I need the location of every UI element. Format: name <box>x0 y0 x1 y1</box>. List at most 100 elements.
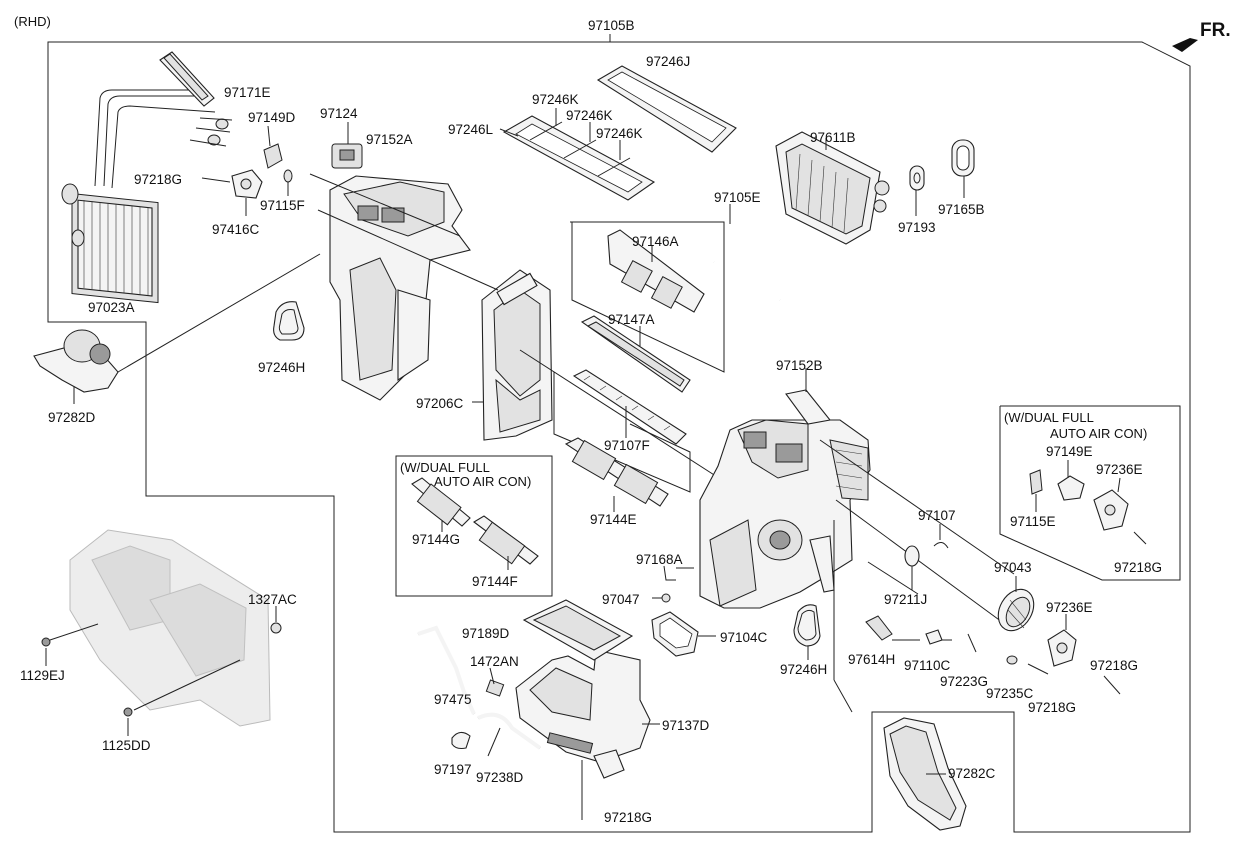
assembly-boundary <box>47 34 1191 833</box>
left-option-box <box>395 455 553 597</box>
lower-case-97137d <box>515 649 660 820</box>
label-97137d: 97137D <box>662 718 710 733</box>
label-97115e: 97115E <box>1010 514 1056 529</box>
evaporator-97611b <box>775 131 890 245</box>
label-97124: 97124 <box>320 106 358 121</box>
housing-overview <box>41 529 282 736</box>
label-97218g-lower-right: 97218G <box>1028 700 1076 715</box>
heater-core <box>61 89 229 304</box>
option-doors-97144g-97144f <box>411 477 539 570</box>
label-97152b: 97152B <box>776 358 823 373</box>
label-97614h: 97614H <box>848 652 895 667</box>
right-option-box <box>999 405 1181 581</box>
label-1327ac: 1327AC <box>248 592 297 607</box>
label-97246h-upper: 97246H <box>258 360 305 375</box>
label-97197: 97197 <box>434 762 472 777</box>
label-97144g: 97144G <box>412 532 460 547</box>
label-97047: 97047 <box>602 592 640 607</box>
door-97147a <box>580 315 691 393</box>
label-97043: 97043 <box>994 560 1032 575</box>
label-97104c: 97104C <box>720 630 768 645</box>
option-actuator-parts <box>1029 460 1147 545</box>
rhd-label: (RHD) <box>14 14 51 29</box>
assembly-label: 97105B <box>588 18 635 33</box>
door-97144e <box>564 437 669 512</box>
label-97149e: 97149E <box>1046 444 1093 459</box>
right-option-box-line2: AUTO AIR CON) <box>1050 426 1147 441</box>
label-97223g: 97223G <box>940 674 988 689</box>
label-97282d: 97282D <box>48 410 96 425</box>
label-97115f: 97115F <box>260 198 305 213</box>
label-97246k-1: 97246K <box>532 92 579 107</box>
label-97144f: 97144F <box>472 574 518 589</box>
right-option-box-line1: (W/DUAL FULL <box>1004 410 1094 425</box>
label-97236e-lower: 97236E <box>1046 600 1093 615</box>
label-97168a: 97168A <box>636 552 683 567</box>
left-option-box-line1: (W/DUAL FULL <box>400 460 490 475</box>
label-97105e: 97105E <box>714 190 761 205</box>
label-97152a: 97152A <box>366 132 413 147</box>
label-97246j: 97246J <box>646 54 690 69</box>
label-97475: 97475 <box>434 692 472 707</box>
label-97107: 97107 <box>918 508 956 523</box>
blower-duct-97282d <box>33 253 321 404</box>
label-97147a: 97147A <box>608 312 655 327</box>
gasket-97246h-lower <box>793 604 821 660</box>
label-97218g-far-right: 97218G <box>1090 658 1138 673</box>
seal-strip-97105e <box>698 204 781 301</box>
label-97235c: 97235C <box>986 686 1034 701</box>
label-97246k-3: 97246K <box>596 126 643 141</box>
label-97246h-lower: 97246H <box>780 662 827 677</box>
label-97189d: 97189D <box>462 626 510 641</box>
drain-tray-97189d <box>522 599 634 661</box>
drain-hoses <box>417 625 542 757</box>
gasket-97246h-upper <box>273 301 305 341</box>
label-97107f: 97107F <box>604 438 650 453</box>
gasket-97104c <box>651 611 716 657</box>
label-97218g-upper: 97218G <box>134 172 182 187</box>
door-97107f <box>572 369 687 445</box>
part-labels: 97171E 97149D 97124 97152A 97218G 97115F… <box>20 54 1162 825</box>
door-group-outline-lower <box>553 372 691 493</box>
small-actuator-parts-upper <box>201 125 293 216</box>
door-group-outline <box>570 221 725 373</box>
label-97218g-box: 97218G <box>1114 560 1162 575</box>
heater-pipe-assembly <box>159 51 233 147</box>
label-97236e-box: 97236E <box>1096 462 1143 477</box>
label-97206c: 97206C <box>416 396 464 411</box>
label-97149d: 97149D <box>248 110 296 125</box>
case-left-97152a <box>309 173 471 401</box>
label-97146a: 97146A <box>632 234 679 249</box>
label-1129ej: 1129EJ <box>20 668 65 683</box>
front-direction-label: FR. <box>1200 20 1231 41</box>
small-clips-center <box>652 565 694 603</box>
label-1472an: 1472AN <box>470 654 519 669</box>
label-97416c: 97416C <box>212 222 260 237</box>
label-97171e: 97171E <box>224 85 271 100</box>
label-97193: 97193 <box>898 220 936 235</box>
label-97611b: 97611B <box>810 130 856 145</box>
label-97282c: 97282C <box>948 766 996 781</box>
duct-97282c <box>883 717 967 831</box>
label-97246l: 97246L <box>448 122 494 137</box>
label-97165b: 97165B <box>938 202 985 217</box>
label-1125dd: 1125DD <box>102 738 151 753</box>
seals-97193-97165b <box>909 139 975 216</box>
case-right-97152b <box>699 368 1015 713</box>
front-arrow-icon <box>1172 38 1198 52</box>
label-97144e: 97144E <box>590 512 637 527</box>
label-97218g-bottom: 97218G <box>604 810 652 825</box>
label-97110c: 97110C <box>904 658 951 673</box>
label-97238d: 97238D <box>476 770 524 785</box>
label-97246k-2: 97246K <box>566 108 613 123</box>
label-97023a: 97023A <box>88 300 135 315</box>
label-97211j: 97211J <box>884 592 927 607</box>
left-option-box-line2: AUTO AIR CON) <box>434 474 531 489</box>
door-97146a <box>607 229 705 313</box>
right-side-small-parts <box>865 524 1121 695</box>
bracket-97206c <box>317 209 723 481</box>
actuator-97124 <box>331 122 363 169</box>
air-filters <box>499 65 737 201</box>
